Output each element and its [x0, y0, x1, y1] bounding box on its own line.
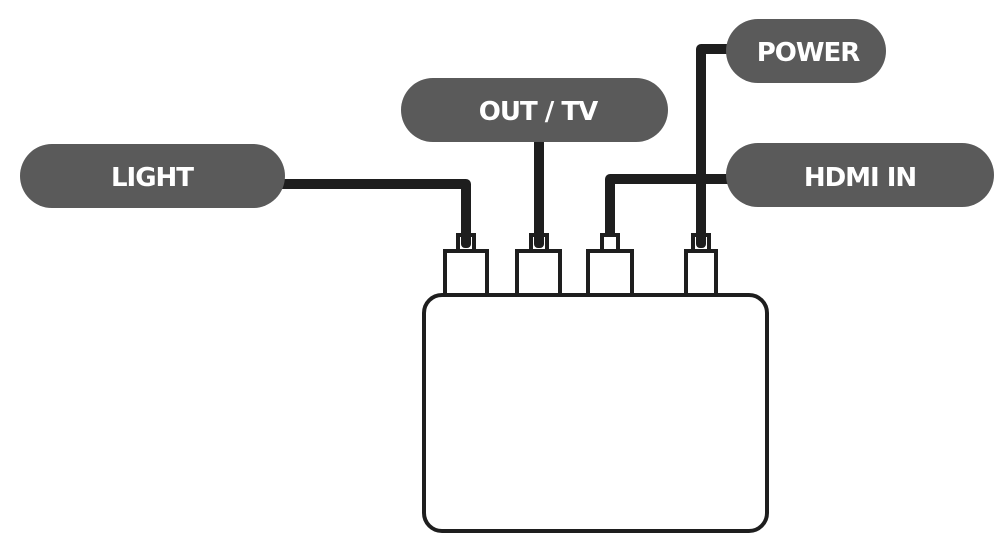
- plug-power: [696, 230, 706, 248]
- cable-hdmi-in: [605, 174, 730, 240]
- label-out-tv-text: OUT / TV: [479, 97, 598, 127]
- label-power: POWER: [726, 19, 886, 83]
- cable-power: [696, 44, 730, 240]
- port-4: [684, 233, 718, 297]
- label-hdmi-in: HDMI IN: [726, 143, 994, 207]
- label-light-text: LIGHT: [111, 163, 194, 193]
- label-hdmi-in-text: HDMI IN: [804, 163, 916, 193]
- label-power-text: POWER: [757, 38, 861, 68]
- cable-light: [280, 179, 471, 240]
- label-out-tv: OUT / TV: [401, 78, 668, 142]
- device-body: [422, 293, 769, 533]
- port-3-connector: [600, 233, 620, 253]
- port-3: [586, 233, 634, 297]
- plug-hdmi-in: [605, 230, 615, 236]
- label-light: LIGHT: [20, 144, 285, 208]
- plug-light: [461, 230, 471, 248]
- plug-out-tv: [534, 230, 544, 248]
